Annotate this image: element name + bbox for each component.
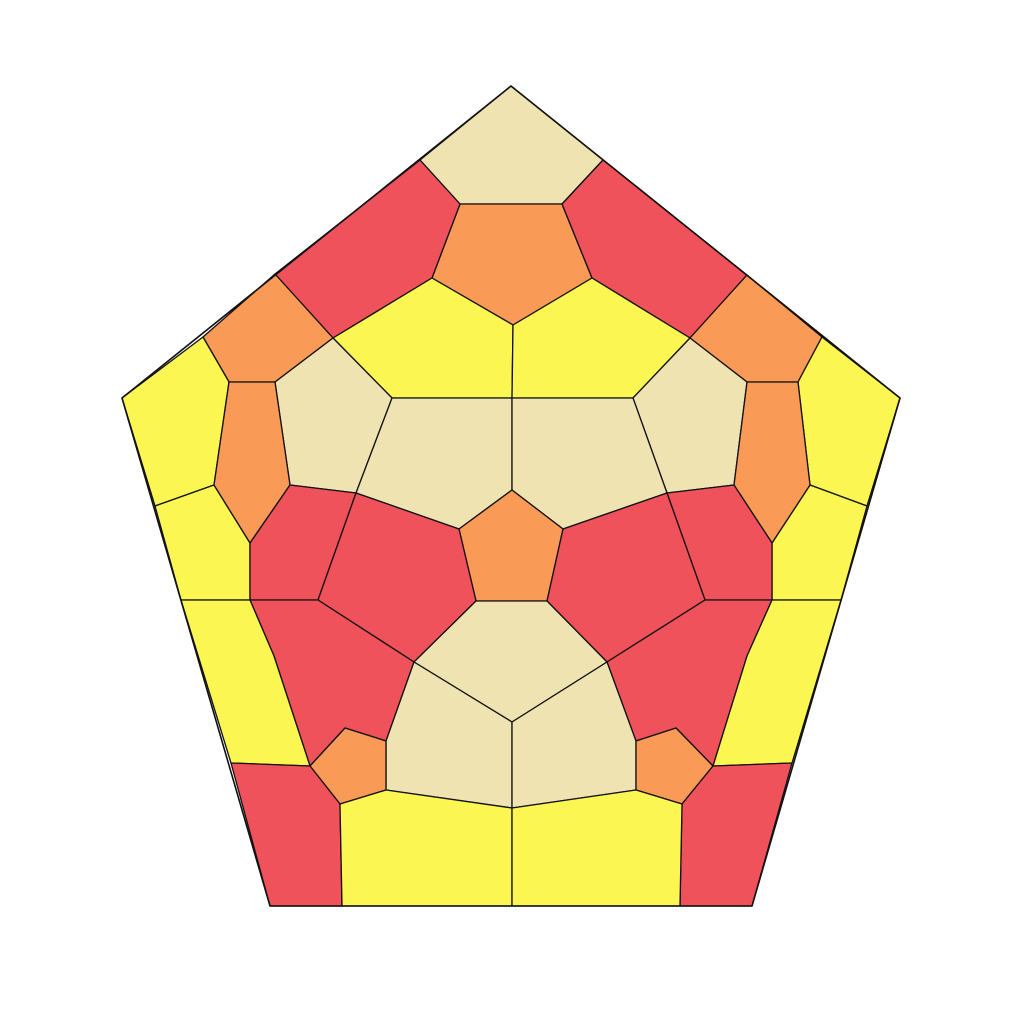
lower-right-side-yellow-tile — [712, 599, 842, 767]
top-tan-tile — [419, 85, 604, 205]
left-edge-upper-yellow-tile — [121, 336, 230, 507]
outer-pentagon-outline — [121, 85, 901, 907]
right-edge-upper-yellow-tile — [797, 336, 901, 507]
bottom-left-red-tile — [230, 762, 343, 907]
bottom-left-yellow-tile — [339, 789, 513, 907]
lower-left-side-yellow-tile — [180, 599, 311, 767]
tiles-group — [121, 85, 901, 907]
bottom-right-yellow-tile — [511, 789, 683, 907]
